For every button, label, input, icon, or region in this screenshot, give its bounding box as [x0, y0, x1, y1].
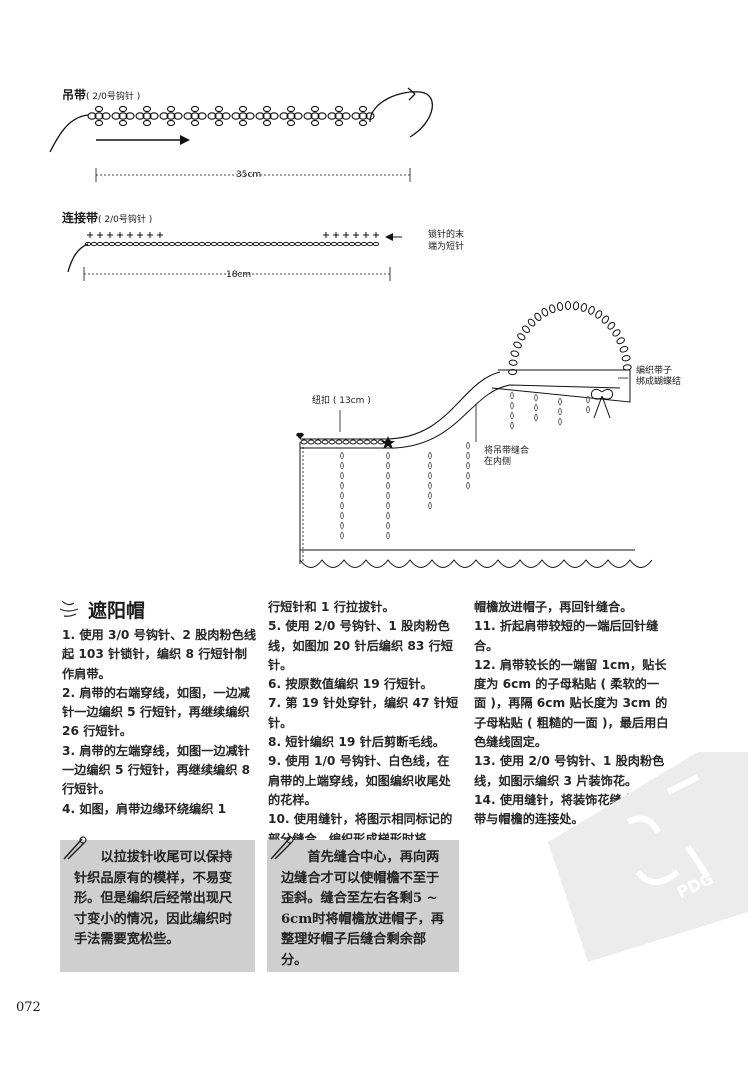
instruction-step: 3. 肩带的左端穿线，如图一边减针一边编织 5 行短针，再继续编织 8 行短针。: [62, 742, 258, 800]
connect-end-note: 锁针的末 端为短针: [428, 229, 464, 253]
instruction-step: 11. 折起肩带较短的一端后回针缝合。: [474, 617, 670, 656]
instruction-step: 4. 如图，肩带边缘环绕编织 1: [62, 800, 258, 819]
sew-note: 将吊带缝合 在内侧: [484, 446, 529, 468]
tie-note-line2: 绑成蝴蝶结: [636, 377, 682, 387]
step-text: 使用 3/0 号钩针、2 股肉粉色线起 103 针锁针，编织 8 行短针制作肩带…: [62, 628, 257, 681]
step-number: 8.: [268, 735, 282, 750]
section-title: 遮阳帽: [88, 600, 146, 622]
connect-diagram-title: 连接带( 2/0号钩针 ): [62, 209, 152, 226]
step-text: 折起肩带较短的一端后回针缝合。: [474, 619, 659, 653]
step-text: 帽檐放进帽子，再回针缝合。: [474, 600, 633, 614]
step-text: 使用 2/0 号钩针、1 股肉粉色线，如图加 20 针后编织 83 行短针。: [268, 619, 453, 672]
strap-label: 吊带: [62, 88, 87, 102]
instruction-step: 行短针和 1 行拉拔针。: [268, 598, 460, 617]
connect-note-line1: 锁针的末: [428, 230, 465, 240]
instruction-step: 7. 第 19 针处穿针，编织 47 针短针。: [268, 694, 460, 733]
instruction-step: 9. 使用 1/0 号钩针、白色线，在肩带的上端穿线，如图编织收尾处的花样。: [268, 752, 460, 810]
instruction-step: 5. 使用 2/0 号钩针、1 股肉粉色线，如图加 20 针后编织 83 行短针…: [268, 617, 460, 675]
strap-sublabel: ( 2/0号钩针 ): [86, 92, 141, 102]
connect-note-line2: 端为短针: [428, 242, 465, 252]
needle-icon: [270, 836, 294, 860]
step-number: 3.: [62, 743, 76, 758]
step-number: 11.: [474, 619, 496, 634]
step-number: 7.: [268, 696, 282, 711]
connect-diagram: [67, 232, 402, 281]
step-number: 13.: [474, 754, 496, 769]
instruction-step: 帽檐放进帽子，再回针缝合。: [474, 598, 670, 617]
strap-diagram-title: 吊带( 2/0号钩针 ): [62, 86, 140, 103]
step-number: 1.: [62, 628, 76, 642]
step-number: 14.: [474, 792, 496, 807]
instruction-step: 12. 肩带较长的一端留 1cm，贴长度为 6cm 的子母粘贴 ( 柔软的一面 …: [474, 656, 670, 752]
step-number: 4.: [62, 801, 76, 816]
instruction-step: 13. 使用 2/0 号钩针、1 股肉粉色线，如图示编织 3 片装饰花。: [474, 752, 670, 791]
connect-length: 18cm: [226, 270, 252, 280]
sew-note-line1: 将吊带缝合: [484, 446, 530, 456]
step-text: 肩带的右端穿线，如图，一边减针一边编织 5 行短针，再继续编织 26 行短针。: [62, 685, 250, 739]
step-number: 9.: [268, 754, 282, 769]
sparkle-icon: [59, 600, 79, 617]
step-number: 10.: [268, 812, 290, 827]
instructions-col-2: 行短针和 1 行拉拔针。 5. 使用 2/0 号钩针、1 股肉粉色线，如图加 20…: [268, 598, 460, 849]
tie-note-line1: 编织带子: [636, 366, 673, 376]
step-number: 12.: [474, 657, 496, 672]
instruction-step: 2. 肩带的右端穿线，如图，一边减针一边编织 5 行短针，再继续编织 26 行短…: [62, 684, 258, 742]
strap-length: 35cm: [236, 170, 262, 180]
tip-box-1: 以拉拔针收尾可以保持针织品原有的模样，不易变形。但是编织后经常出现尺寸变小的情况…: [60, 840, 255, 972]
instruction-step: 8. 短针编织 19 针后剪断毛线。: [268, 733, 460, 752]
needle-icon: [63, 836, 87, 860]
step-text: 如图，肩带边缘环绕编织 1: [75, 801, 227, 816]
connect-label: 连接带: [62, 211, 99, 225]
step-number: 2.: [62, 685, 76, 700]
step-text: 肩带的左端穿线，如图一边减针一边编织 5 行短针，再继续编织 8 行短针。: [62, 743, 251, 797]
connect-sublabel: ( 2/0号钩针 ): [98, 215, 153, 225]
tie-note: 编织带子 绑成蝴蝶结: [636, 366, 681, 388]
step-text: 肩带较长的一端留 1cm，贴长度为 6cm 的子母粘贴 ( 柔软的一面 )，再隔…: [474, 657, 669, 750]
hat-diagram: [296, 301, 653, 568]
step-text: 使用 1/0 号钩针、白色线，在肩带的上端穿线，如图编织收尾处的花样。: [268, 754, 451, 807]
step-number: 6.: [268, 677, 282, 692]
sew-note-line2: 在内侧: [484, 457, 512, 467]
strap-diagram: [49, 87, 433, 182]
instructions-col-1: 1. 使用 3/0 号钩针、2 股肉粉色线起 103 针锁针，编织 8 行短针制…: [62, 626, 258, 819]
tip-box-2: 首先缝合中心，再向两边缝合才可以使帽檐不至于歪斜。缝合至左右各剩5 ~ 6cm时…: [267, 840, 459, 972]
instruction-step: 6. 按原数值编织 19 行短针。: [268, 675, 460, 694]
instructions-col-3: 帽檐放进帽子，再回针缝合。11. 折起肩带较短的一端后回针缝合。12. 肩带较长…: [474, 598, 670, 830]
step-text: 行短针和 1 行拉拔针。: [268, 600, 395, 614]
button-label: 纽扣 ( 13cm ): [312, 396, 371, 406]
step-text: 按原数值编织 19 行短针。: [281, 677, 433, 692]
instruction-step: 1. 使用 3/0 号钩针、2 股肉粉色线起 103 针锁针，编织 8 行短针制…: [62, 626, 258, 684]
step-text: 使用 2/0 号钩针、1 股肉粉色线，如图示编织 3 片装饰花。: [474, 754, 665, 788]
step-text: 第 19 针处穿针，编织 47 针短针。: [268, 696, 459, 730]
step-text: 短针编织 19 针后剪断毛线。: [281, 735, 445, 750]
page-number: 072: [16, 1000, 41, 1015]
watermark-seal: [548, 752, 748, 962]
step-number: 5.: [268, 619, 282, 634]
